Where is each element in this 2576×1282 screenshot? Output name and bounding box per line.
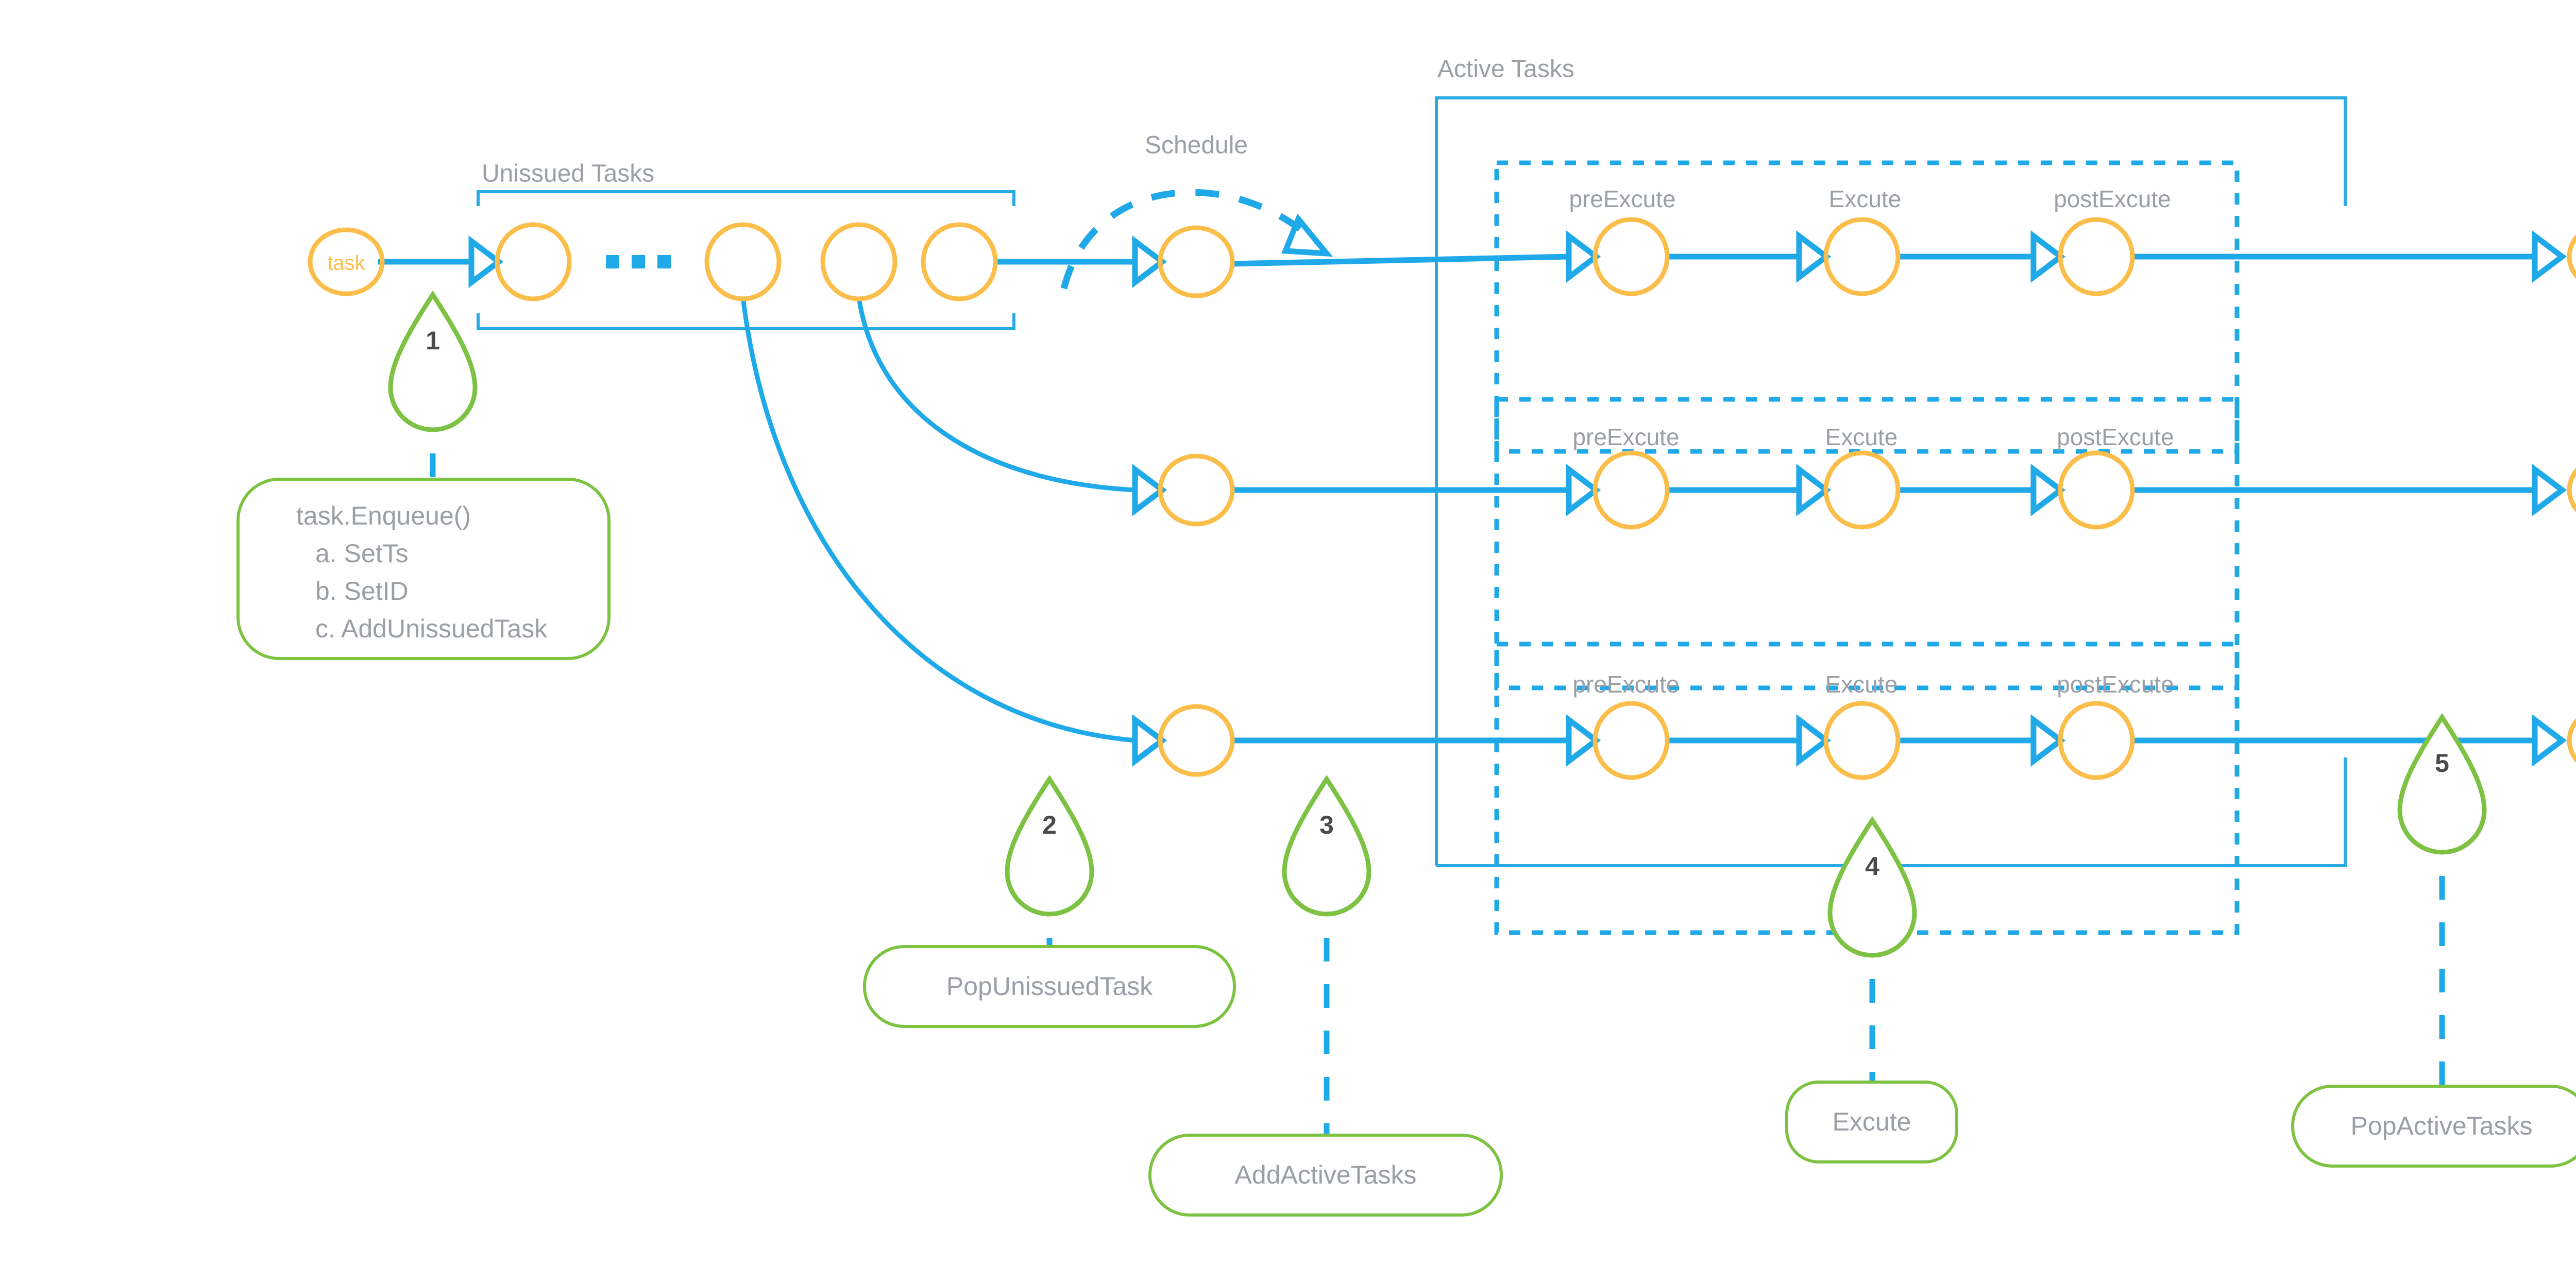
callout-5[interactable]: PopActiveTasks [2291,1085,2576,1168]
active-tasks-label: Active Tasks [1437,56,1574,83]
callout-4-label: Excute [1833,1107,1911,1136]
end-node-row-1 [2567,234,2576,279]
pin-3-number: 3 [1319,811,1334,839]
callout-4[interactable]: Excute [1785,1081,1958,1163]
pin-5[interactable]: 5 [2397,713,2487,855]
callout-5-label: PopActiveTasks [2351,1111,2533,1140]
pin-2[interactable]: 2 [1005,774,1094,917]
stage-label-exec-row-2: Excute [1825,424,1898,450]
stage-node-pre-row-3 [1592,701,1670,780]
flow-row-1 [378,230,2567,289]
stage-label-post-row-1: postExcute [2054,185,2171,212]
stage-node-post-row-2 [2058,450,2135,530]
task-node-label: task [327,252,365,275]
unissued-tasks-label: Unissued Tasks [482,160,654,188]
queue-node-2 [704,222,782,301]
callout-1[interactable]: task.Enqueue() a. SetTs b. SetID c. AddU… [236,478,611,660]
callout-2[interactable]: PopUnissuedTask [863,945,1236,1028]
stage-node-exec-row-3 [1823,701,1901,780]
pin-1[interactable]: 1 [388,290,478,432]
stage-node-post-row-3 [2058,701,2135,780]
queue-node-1 [495,222,572,301]
stage-node-exec-row-2 [1823,450,1901,530]
callout-1-line-3: c. AddUnissuedTask [315,614,548,643]
row-1-start-node [1158,225,1235,298]
stage-node-post-row-1 [2058,217,2135,296]
stage-label-post-row-2: postExcute [2057,424,2174,450]
callout-1-line-2: b. SetID [315,577,409,605]
callout-3[interactable]: AddActiveTasks [1148,1134,1503,1217]
pin-3[interactable]: 3 [1282,774,1371,917]
stage-label-post-row-3: postExcute [2057,671,2174,698]
queue-node-4 [921,222,998,301]
pin-4[interactable]: 4 [1827,816,1917,958]
stage-label-exec-row-1: Excute [1829,185,1902,212]
pin-4-number: 4 [1865,852,1879,881]
callout-2-label: PopUnissuedTask [946,972,1153,1001]
flow-row-2 [856,297,2567,517]
pipeline-box-row-3 [1494,642,2240,935]
stage-label-pre-row-2: preExcute [1572,424,1679,450]
end-node-row-3 [2567,718,2576,763]
pin-5-number: 5 [2435,749,2449,778]
stage-label-pre-row-1: preExcute [1569,185,1675,212]
stage-label-exec-row-3: Excute [1825,671,1898,698]
queue-node-3 [820,222,897,301]
flow-row-3 [740,297,2567,767]
stage-node-pre-row-1 [1592,217,1670,296]
node-task [308,227,385,296]
pin-2-number: 2 [1042,811,1057,839]
end-node-row-2 [2567,467,2576,513]
callout-1-line-1: a. SetTs [315,539,409,568]
row-2-start-node [1158,453,1235,527]
callout-1-line-0: task.Enqueue() [296,501,471,530]
stage-node-pre-row-2 [1592,450,1670,530]
pipeline-box-row-2 [1494,397,2240,690]
queue-ellipsis-icon [606,255,671,268]
schedule-arc [1060,189,1333,290]
schedule-label: Schedule [1145,132,1248,159]
active-tasks-bracket [1435,96,2347,867]
pin-1-number: 1 [426,326,440,355]
stage-label-pre-row-3: preExcute [1572,671,1679,698]
callout-3-label: AddActiveTasks [1235,1160,1417,1189]
pipeline-box-row-1 [1494,160,2240,454]
stage-node-exec-row-1 [1823,217,1901,296]
row-3-start-node [1158,704,1235,777]
